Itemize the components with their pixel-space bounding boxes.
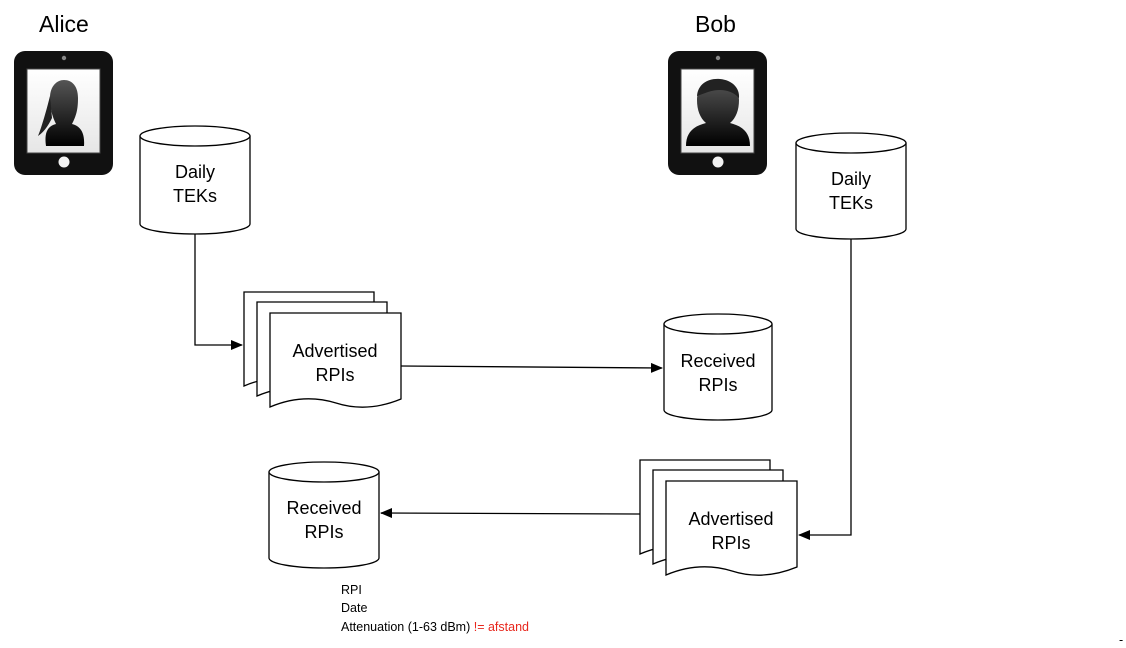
attenuation-text: Attenuation (1-63 dBm)	[341, 620, 470, 634]
bob-daily-teks-store: Daily TEKs	[795, 132, 907, 240]
bob-teks-to-advertised-arrow	[798, 239, 852, 540]
alice-advertised-to-bob-received-arrow	[400, 362, 663, 373]
alice-teks-to-advertised-arrow	[194, 234, 243, 350]
bob-advertised-rpis-label-line1: Advertised	[688, 509, 773, 529]
note-line-date: Date	[341, 601, 367, 615]
bob-daily-teks-label-line1: Daily	[831, 169, 871, 189]
alice-daily-teks-label-line1: Daily	[175, 162, 215, 182]
tablet-male-avatar-icon	[668, 51, 767, 175]
alice-received-rpis-store: Received RPIs	[268, 461, 380, 569]
bob-advertised-to-alice-received-arrow	[380, 508, 641, 519]
attenuation-warning: != afstand	[474, 620, 529, 634]
note-line-attenuation: Attenuation (1-63 dBm) != afstand	[341, 620, 529, 634]
alice-name: Alice	[39, 11, 89, 37]
alice-daily-teks-label-line2: TEKs	[173, 186, 217, 206]
bob-received-rpis-label-line2: RPIs	[698, 375, 737, 395]
received-rpi-fields-note: RPI Date Attenuation (1-63 dBm) != afsta…	[341, 583, 529, 634]
alice-daily-teks-store: Daily TEKs	[139, 125, 251, 235]
bob-advertised-rpis-label-line2: RPIs	[711, 533, 750, 553]
alice-advertised-rpis-label-line2: RPIs	[315, 365, 354, 385]
alice-received-rpis-label-line1: Received	[286, 498, 361, 518]
alice-received-rpis-label-line2: RPIs	[304, 522, 343, 542]
note-line-rpi: RPI	[341, 583, 362, 597]
bob-advertised-rpis-documents: Advertised RPIs	[639, 459, 798, 576]
tablet-female-avatar-icon	[14, 51, 113, 175]
bob-daily-teks-label-line2: TEKs	[829, 193, 873, 213]
alice-advertised-rpis-label-line1: Advertised	[292, 341, 377, 361]
corner-mark: -	[1119, 633, 1123, 647]
alice-advertised-rpis-documents: Advertised RPIs	[243, 291, 402, 408]
bob-name: Bob	[695, 11, 736, 37]
bob-received-rpis-label-line1: Received	[680, 351, 755, 371]
bob-received-rpis-store: Received RPIs	[663, 313, 773, 421]
